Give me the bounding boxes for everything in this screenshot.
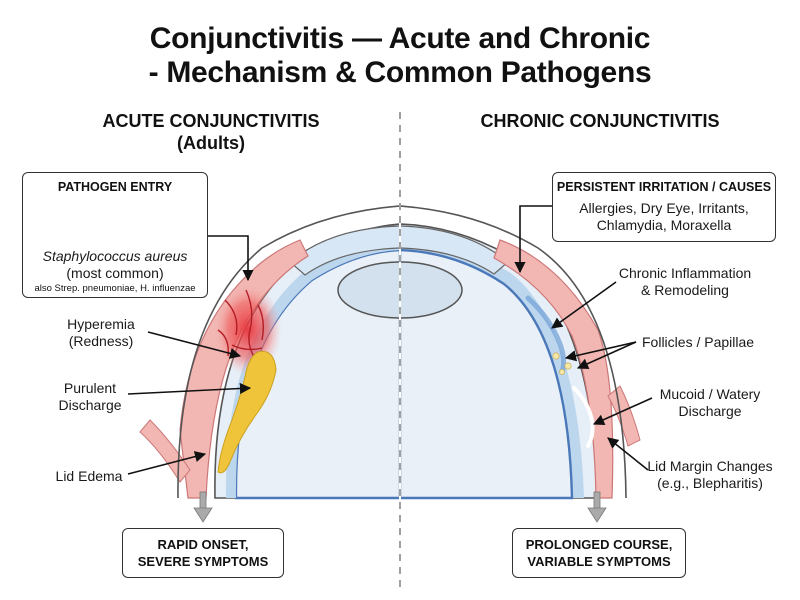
label-purulent-line2: Discharge	[58, 397, 122, 413]
acute-outcome-arrow	[193, 491, 213, 523]
label-follicles: Follicles / Papillae	[642, 334, 755, 350]
chronic-outcome-line2: VARIABLE SYMPTOMS	[527, 554, 671, 569]
label-chronic-inflammation-line2: & Remodeling	[641, 282, 729, 298]
chronic-lens	[401, 261, 463, 319]
chronic-follicle	[559, 368, 566, 375]
label-lid-margin-line2: (e.g., Blepharitis)	[657, 475, 763, 491]
acute-heading-line2: (Adults)	[177, 133, 245, 153]
acute-outcome-line2: SEVERE SYMPTOMS	[137, 554, 269, 569]
chronic-remodeling-streak	[525, 295, 567, 375]
causes-line2: Chlamydia, Moraxella	[596, 217, 732, 233]
chronic-vitreous	[401, 248, 574, 500]
label-purulent-line1: Purulent	[63, 380, 117, 396]
chronic-mucoid-discharge	[572, 386, 595, 448]
persistent-irritation-box	[552, 172, 776, 242]
chronic-lid-margin	[607, 385, 641, 447]
acute-lid-edema	[139, 419, 191, 483]
label-mucoid-line2: Discharge	[678, 403, 742, 419]
label-chronic-inflammation-line1: Chronic Inflammation	[618, 265, 752, 281]
label-hyperemia-line1: Hyperemia	[67, 316, 135, 332]
acute-cornea	[289, 225, 399, 276]
chronic-outcome-line1: PROLONGED COURSE,	[525, 537, 673, 552]
chronic-follicle	[564, 362, 572, 370]
chronic-heading: CHRONIC CONJUNCTIVITIS	[480, 111, 720, 131]
acute-vessels	[217, 289, 265, 361]
chronic-outcome-arrow	[587, 491, 607, 523]
label-mucoid-line1: Mucoid / Watery	[659, 386, 761, 402]
acute-lens	[337, 261, 399, 319]
page-title-line2: - Mechanism & Common Pathogens	[148, 56, 652, 89]
acute-pointer-lines	[127, 235, 254, 475]
chronic-eye-cross-section	[401, 205, 641, 500]
page-title-line1: Conjunctivitis — Acute and Chronic	[149, 22, 651, 55]
chronic-follicle	[552, 352, 560, 360]
chronic-outline	[401, 205, 627, 499]
pathogen-entry-box	[22, 172, 208, 298]
label-lid-edema: Lid Edema	[55, 468, 123, 484]
acute-heading-line1: ACUTE CONJUNCTIVITIS	[102, 111, 320, 131]
acute-outline	[177, 205, 399, 499]
acute-purulent-discharge	[217, 350, 277, 474]
causes-line1: Allergies, Dry Eye, Irritants,	[579, 200, 749, 216]
persistent-irritation-heading: PERSISTENT IRRITATION / CAUSES	[556, 180, 772, 194]
label-hyperemia-line2: (Redness)	[68, 333, 134, 349]
pathogen-entry-heading: PATHOGEN ENTRY	[57, 180, 173, 194]
label-lid-margin-line1: Lid Margin Changes	[647, 458, 773, 474]
pathogen-also: also Strep. pneumoniae, H. influenzae	[34, 283, 196, 294]
chronic-outcome-box: PROLONGED COURSE, VARIABLE SYMPTOMS	[512, 528, 686, 578]
chronic-pointer-lines	[514, 205, 653, 471]
pathogen-organism: Staphylococcus aureus	[42, 248, 188, 264]
acute-outcome-box: RAPID ONSET, SEVERE SYMPTOMS	[122, 528, 284, 578]
chronic-cornea	[401, 225, 509, 275]
pathogen-note: (most common)	[66, 265, 164, 281]
chronic-conjunctiva	[493, 239, 614, 499]
acute-outcome-line1: RAPID ONSET,	[157, 537, 249, 552]
